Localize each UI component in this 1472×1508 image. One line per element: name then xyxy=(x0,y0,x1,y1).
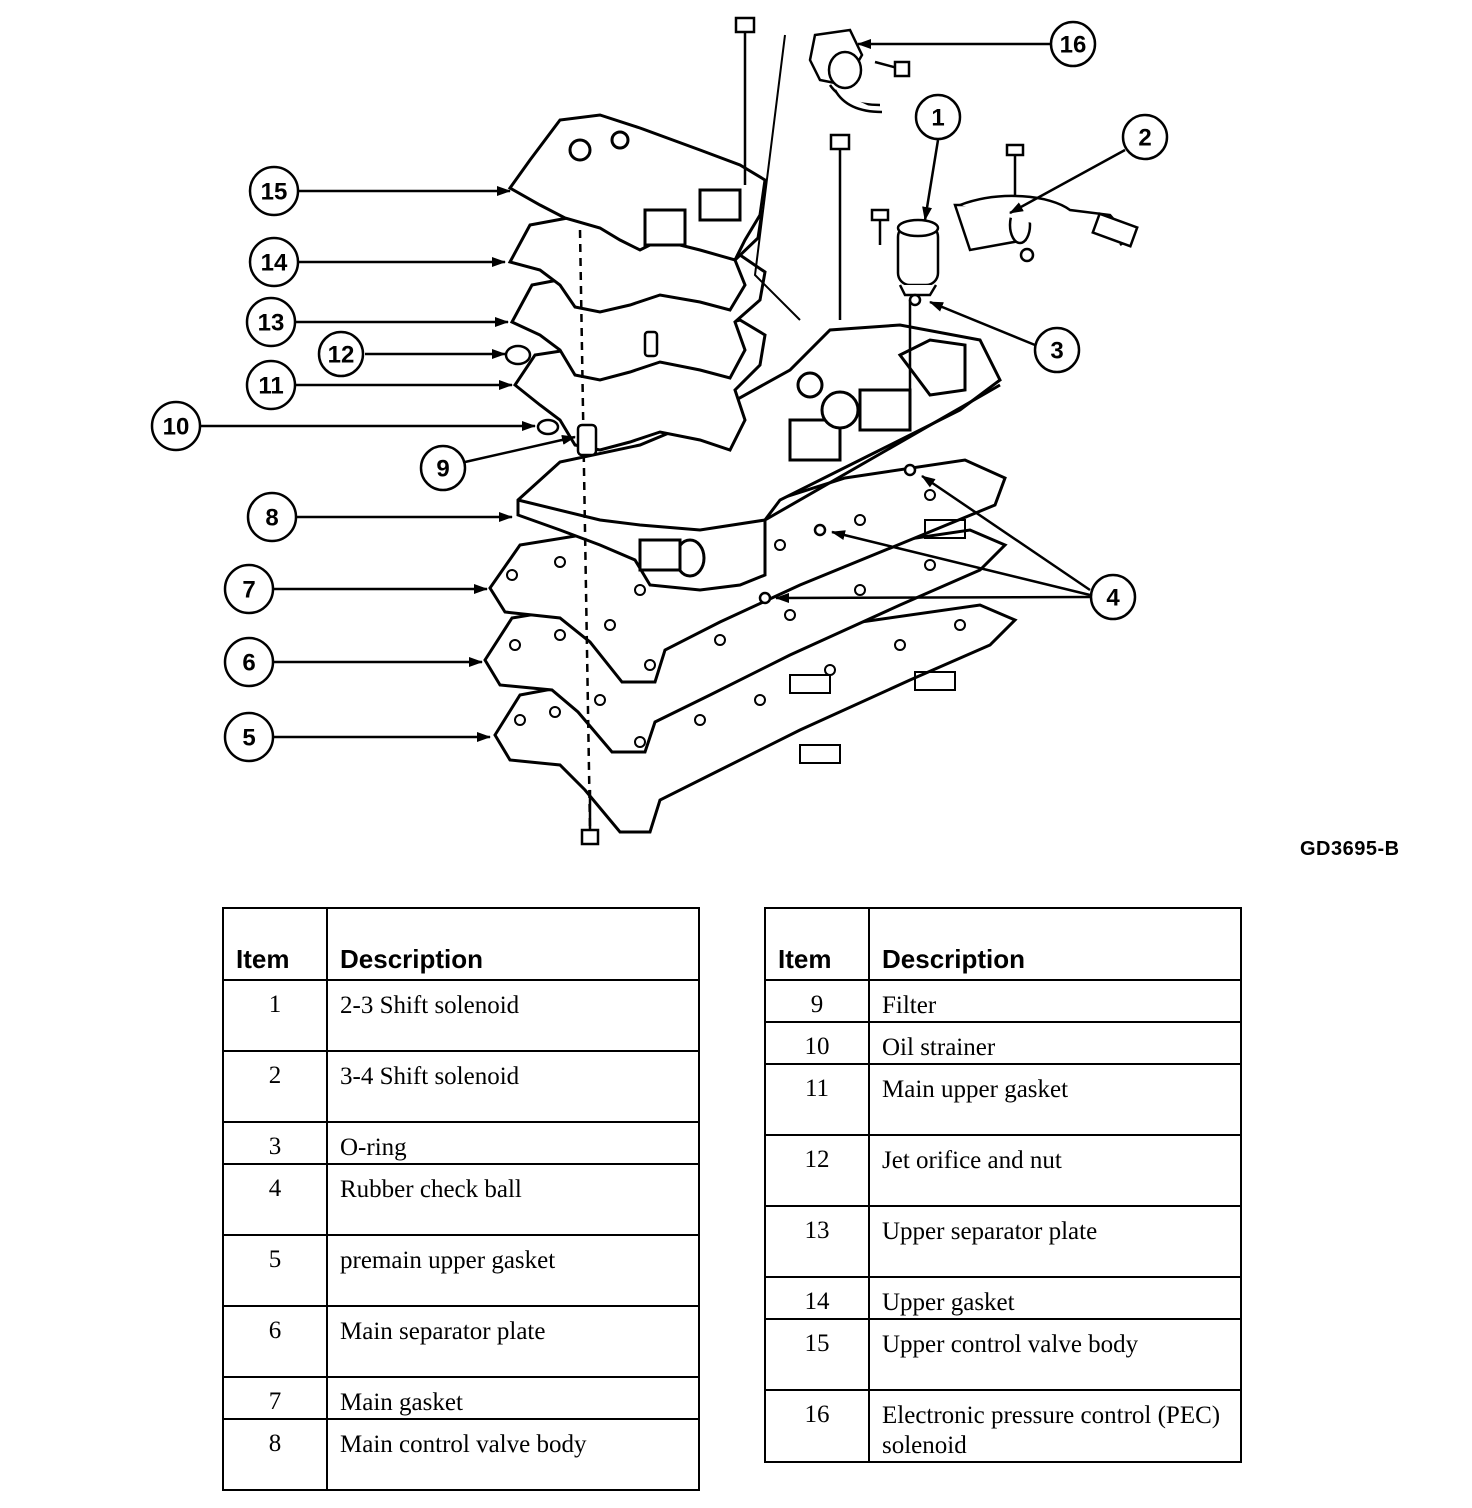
item-number: 16 xyxy=(764,1389,870,1463)
item-header: Item xyxy=(764,907,870,981)
callout-8: 8 xyxy=(265,505,278,532)
item-description: Jet orifice and nut xyxy=(868,1134,1242,1207)
callout-14: 14 xyxy=(261,250,288,277)
item-description: Main separator plate xyxy=(326,1305,700,1378)
callout-2: 2 xyxy=(1138,125,1151,152)
item-description: Oil strainer xyxy=(868,1021,1242,1065)
callout-6: 6 xyxy=(242,650,255,677)
figure-code: GD3695-B xyxy=(1300,838,1400,860)
item-description: premain upper gasket xyxy=(326,1234,700,1307)
callout-12: 12 xyxy=(328,342,355,369)
item-number: 12 xyxy=(764,1134,870,1207)
callout-15: 15 xyxy=(261,179,288,206)
item-description: 2-3 Shift solenoid xyxy=(326,979,700,1052)
item-number: 4 xyxy=(222,1163,328,1236)
table-header-row: Item Description xyxy=(764,907,1242,981)
callout-3: 3 xyxy=(1050,338,1063,365)
item-description: Upper gasket xyxy=(868,1276,1242,1320)
item-description: O-ring xyxy=(326,1121,700,1165)
item-number: 8 xyxy=(222,1418,328,1491)
callout-16: 16 xyxy=(1060,32,1087,59)
item-number: 13 xyxy=(764,1205,870,1278)
wire-harness-line xyxy=(753,34,801,321)
item-number: 3 xyxy=(222,1121,328,1165)
description-header: Description xyxy=(868,907,1242,981)
item-description: 3-4 Shift solenoid xyxy=(326,1050,700,1123)
item-number: 9 xyxy=(764,979,870,1023)
callout-10: 10 xyxy=(163,414,190,441)
check-balls-and-orings xyxy=(504,247,1035,605)
item-description: Main control valve body xyxy=(326,1418,700,1491)
item-description: Main upper gasket xyxy=(868,1063,1242,1136)
callout-13: 13 xyxy=(258,310,285,337)
bolts xyxy=(578,16,1025,846)
item-description: Upper separator plate xyxy=(868,1205,1242,1278)
callout-5: 5 xyxy=(242,725,255,752)
item-number: 1 xyxy=(222,979,328,1052)
shift-solenoid-2 xyxy=(953,194,1139,252)
plate-holes xyxy=(506,489,966,764)
item-header: Item xyxy=(222,907,328,981)
item-number: 14 xyxy=(764,1276,870,1320)
item-number: 15 xyxy=(764,1318,870,1391)
item-number: 5 xyxy=(222,1234,328,1307)
item-number: 7 xyxy=(222,1376,328,1420)
item-description: Main gasket xyxy=(326,1376,700,1420)
upper-control-valve-body-15 xyxy=(507,113,767,262)
main-control-valve-body-8 xyxy=(516,323,1002,592)
callout-bubbles xyxy=(150,20,1169,763)
callout-leaders xyxy=(200,39,1126,742)
callout-4: 4 xyxy=(1106,585,1120,612)
item-description: Filter xyxy=(868,979,1242,1023)
callout-numbers: 1 2 3 4 5 6 7 8 9 10 11 12 13 14 15 16 xyxy=(163,32,1152,752)
exploded-view-diagram: 1 2 3 4 5 6 7 8 9 10 11 12 13 14 15 16 xyxy=(150,16,1169,846)
item-description: Rubber check ball xyxy=(326,1163,700,1236)
callout-1: 1 xyxy=(931,105,944,132)
item-number: 11 xyxy=(764,1063,870,1136)
pec-solenoid-16 xyxy=(808,28,883,114)
item-description: Electronic pressure control (PEC) soleno… xyxy=(868,1389,1242,1463)
shift-solenoid-1 xyxy=(896,218,940,297)
description-header: Description xyxy=(326,907,700,981)
callout-11: 11 xyxy=(258,373,283,400)
item-number: 6 xyxy=(222,1305,328,1378)
item-description: Upper control valve body xyxy=(868,1318,1242,1391)
item-number: 2 xyxy=(222,1050,328,1123)
callout-7: 7 xyxy=(242,577,255,604)
item-number: 10 xyxy=(764,1021,870,1065)
table-header-row: Item Description xyxy=(222,907,700,981)
callout-9: 9 xyxy=(436,456,449,483)
